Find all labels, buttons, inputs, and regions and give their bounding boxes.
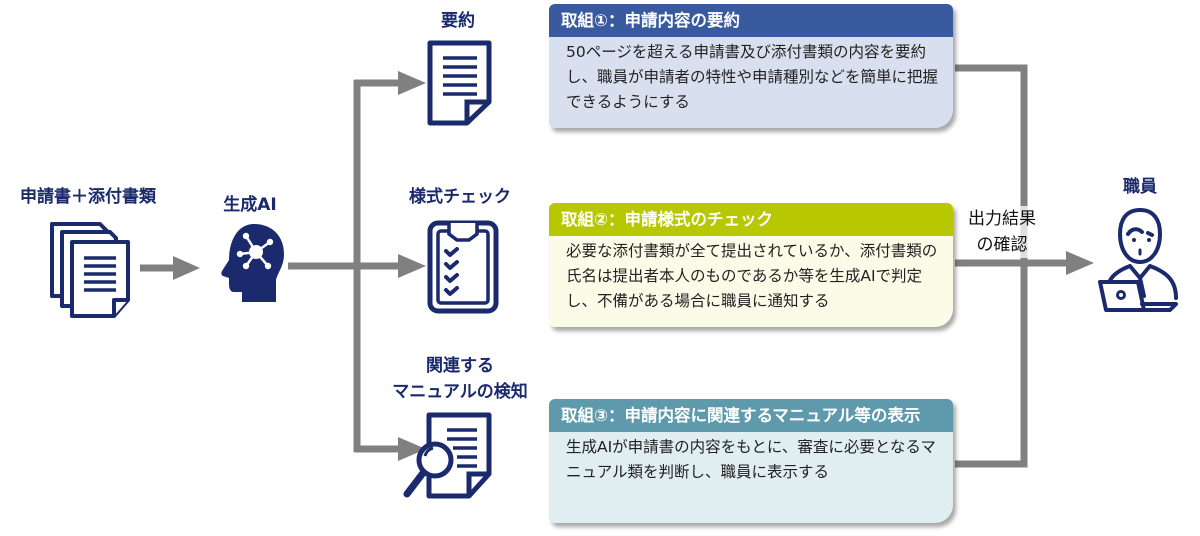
output-check-label: 出力結果 の確認	[968, 206, 1036, 258]
staff-label: 職員	[1123, 177, 1157, 197]
arrowhead-input	[173, 256, 200, 280]
initiative-3-description: 生成AIが申請書の内容をもとに、審査に必要となるマニュアル類を判断し、職員に表示…	[566, 438, 936, 481]
stacked-documents-icon	[50, 222, 130, 318]
initiative-3-title: 取組③：申請内容に関連するマニュアル等の表示	[549, 399, 953, 432]
arrowhead-format-check	[398, 254, 426, 278]
input-label: 申請書＋添付書類	[20, 187, 156, 207]
document-icon	[427, 40, 492, 126]
arrowhead-staff	[1066, 251, 1094, 275]
branch-manual-label-line1: 関連する	[426, 356, 494, 376]
ai-label: 生成AI	[223, 195, 277, 215]
branch-manual-label-line2: マニュアルの検知	[392, 382, 528, 402]
initiative-1-title: 取組①：申請内容の要約	[549, 4, 953, 37]
initiative-2-card: 取組②：申請様式のチェック 必要な添付書類が全て提出されているか、添付書類の氏名…	[549, 203, 953, 327]
branch-format-check-label: 様式チェック	[409, 187, 511, 207]
output-check-label-line1: 出力結果	[968, 209, 1036, 229]
initiative-2-description: 必要な添付書類が全て提出されているか、添付書類の氏名は提出者本人のものであるか等…	[566, 242, 938, 310]
arrowhead-summary	[398, 71, 426, 95]
clipboard-checklist-icon	[427, 220, 499, 314]
staff-laptop-icon	[1098, 208, 1178, 312]
initiative-1-description: 50ページを超える申請書及び添付書類の内容を要約し、職員が申請者の特性や申請種別…	[566, 43, 939, 111]
ai-head-icon	[221, 224, 284, 302]
arrowhead-manual	[398, 437, 426, 461]
document-search-icon	[403, 412, 492, 499]
branch-summary-label: 要約	[441, 11, 475, 31]
output-check-label-line2: の確認	[976, 235, 1028, 255]
initiative-1-card: 取組①：申請内容の要約 50ページを超える申請書及び添付書類の内容を要約し、職員…	[549, 4, 953, 128]
initiative-3-card: 取組③：申請内容に関連するマニュアル等の表示 生成AIが申請書の内容をもとに、審…	[549, 399, 953, 523]
initiative-2-title: 取組②：申請様式のチェック	[549, 203, 953, 236]
